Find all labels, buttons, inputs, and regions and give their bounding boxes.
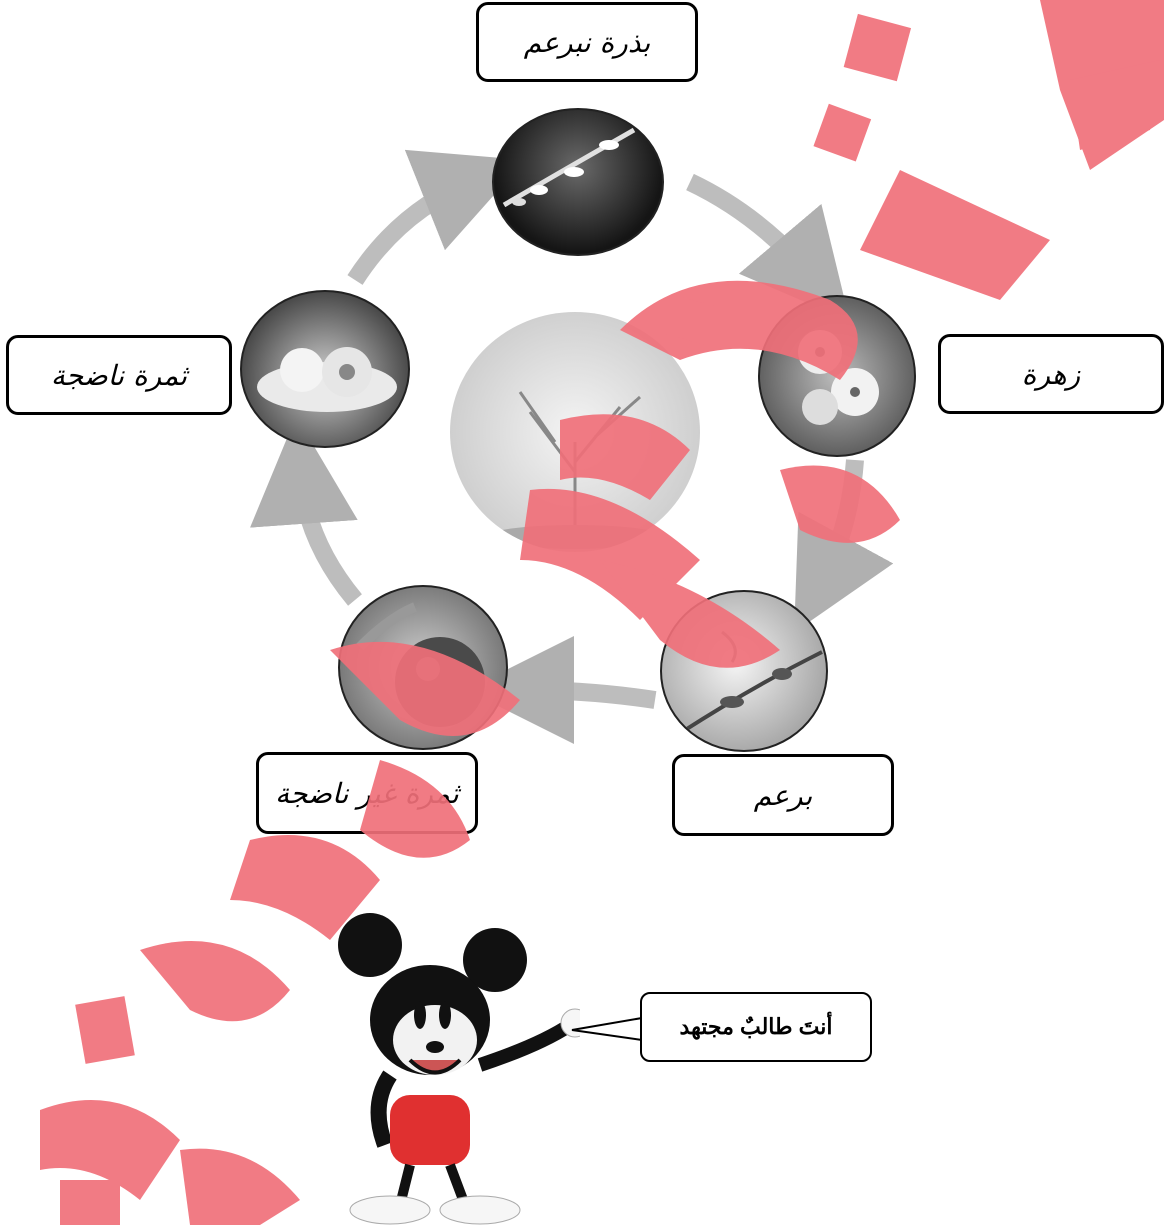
- photo-seed: [492, 108, 664, 256]
- label-flower: زهرة: [938, 334, 1164, 414]
- photo-unripe-fruit: [338, 585, 508, 750]
- flower-icon: [798, 330, 879, 425]
- bud-icon: [680, 630, 823, 734]
- tree-icon: [485, 391, 665, 549]
- speech-bubble-text: أنتَ طالبٌ مجتهد: [679, 1014, 833, 1039]
- arrow-bottomleft-to-left: [250, 416, 362, 606]
- mouse-mascot: [338, 913, 580, 1225]
- arrow-bottomright-to-bottomleft: [466, 636, 657, 745]
- label-ripe-fruit-text: ثمرة ناضجة: [50, 358, 188, 392]
- speech-bubble: أنتَ طالبٌ مجتهد: [640, 992, 872, 1062]
- arrow-right-to-bottomright: [794, 459, 894, 633]
- photo-bud: [660, 590, 828, 752]
- arrow-top-to-right: [686, 173, 850, 322]
- arrow-left-to-top: [347, 149, 526, 285]
- branch-icon: [502, 127, 636, 208]
- label-seed-text: بذرة نبرعم: [523, 25, 651, 59]
- label-bud-text: برعم: [753, 778, 813, 812]
- label-flower-text: زهرة: [1021, 357, 1081, 391]
- fruit-icon: [356, 602, 485, 727]
- speech-tail: [571, 1017, 643, 1041]
- photo-ripe-fruit: [240, 290, 410, 448]
- label-unripe-fruit-text: ثمرة غير ناضجة: [275, 776, 459, 810]
- label-seed: بذرة نبرعم: [476, 2, 698, 82]
- label-bud: برعم: [672, 754, 894, 836]
- label-unripe-fruit: ثمرة غير ناضجة: [256, 752, 478, 834]
- label-ripe-fruit: ثمرة ناضجة: [6, 335, 232, 415]
- plate-icon: [257, 347, 397, 412]
- photo-flower: [758, 295, 916, 457]
- photo-tree: [450, 312, 700, 552]
